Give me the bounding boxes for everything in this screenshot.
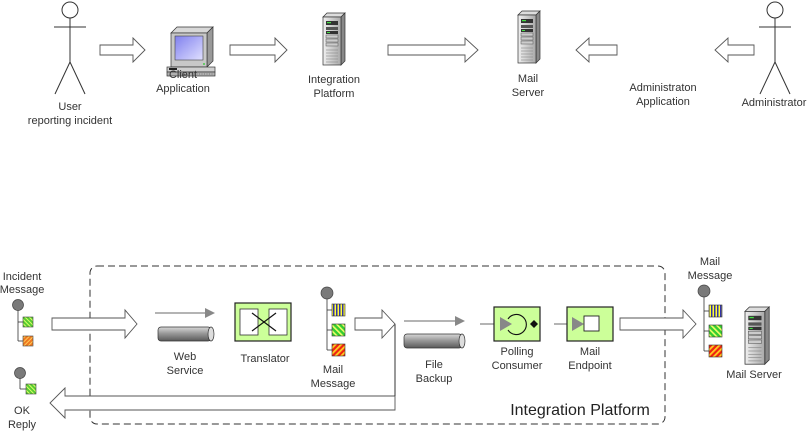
platform-server-icon	[322, 12, 346, 66]
file-backup-channel: File Backup	[403, 316, 466, 385]
ok-reply-message: OK Reply	[8, 367, 37, 431]
return-arrow-to-ok-reply	[49, 386, 396, 420]
flow-arrow-admin-app-to-mailserver	[575, 36, 618, 64]
mail-endpoint-label-line1: Mail	[580, 346, 600, 358]
mail-part-green-icon	[331, 323, 346, 337]
incident-label-line2: Message	[0, 284, 44, 296]
file-backup-label-line2: Backup	[416, 373, 453, 385]
translator-label: Translator	[240, 353, 289, 365]
mail-endpoint: Mail Endpoint	[554, 306, 614, 372]
administration-application: Administraton Application	[629, 82, 696, 108]
incident-label-line1: Incident	[3, 271, 42, 283]
web-service-channel: Web Service	[155, 308, 215, 377]
outer-mail-label-line1: Mail	[700, 256, 720, 268]
mail-server-bottom-icon	[744, 306, 770, 365]
polling-consumer-label-line2: Consumer	[492, 360, 543, 372]
mail-server-top: Mail Server	[512, 10, 545, 99]
polling-consumer: Polling Consumer	[480, 306, 543, 372]
flow-arrow-admin-to-admin-app	[714, 36, 755, 64]
boundary-label: Integration Platform	[510, 402, 650, 419]
mail-server-bottom-label: Mail Server	[726, 369, 782, 381]
mail-endpoint-label-line2: Endpoint	[568, 360, 611, 372]
admin-app-label-line2: Application	[636, 96, 690, 108]
message-body-orange-icon	[22, 335, 34, 347]
mail-part-red-icon	[331, 343, 346, 357]
administrator-actor: Administrator	[742, 1, 807, 109]
client-application: Client Application	[156, 26, 216, 95]
client-label-line2: Application	[156, 83, 210, 95]
flow-arrow-endpoint-to-mailserver	[619, 308, 697, 340]
web-service-cylinder-icon	[157, 326, 212, 342]
file-backup-label-line1: File	[425, 359, 443, 371]
mail-server-bottom: Mail Server	[726, 306, 782, 381]
integration-platform-server: Integration Platform	[308, 12, 360, 100]
mail-message-outer: Mail Message	[688, 256, 733, 358]
mailserver-label-line1: Mail	[518, 73, 538, 85]
flow-arrow-incident-to-webservice	[51, 308, 138, 340]
flow-arrow-client-to-platform	[229, 36, 288, 64]
ok-reply-label-line1: OK	[14, 405, 31, 417]
flow-arrow-user-to-client	[99, 36, 146, 64]
outer-mail-label-line2: Message	[688, 270, 733, 282]
admin-actor-label: Administrator	[742, 97, 807, 109]
mail-server-top-icon	[517, 10, 541, 64]
flow-arrow-message-to-backup	[354, 308, 396, 340]
flow-arrow-platform-to-mailserver	[387, 36, 479, 64]
outer-mail-header-icon	[697, 284, 711, 298]
platform-label-line2: Platform	[314, 88, 355, 100]
user-label-line1: User	[58, 101, 82, 113]
admin-app-label-line1: Administraton	[629, 82, 696, 94]
polling-consumer-label-line1: Polling	[500, 346, 533, 358]
outer-mail-part-green-icon	[708, 324, 723, 338]
message-body-green-icon	[22, 316, 34, 328]
user-actor: User reporting incident	[28, 1, 112, 127]
mailserver-label-line2: Server	[512, 87, 545, 99]
mail-message-inner: Mail Message	[311, 286, 356, 390]
mail-message-label-line1: Mail	[323, 364, 343, 376]
outer-mail-part-blue-icon	[708, 304, 723, 318]
mail-message-label-line2: Message	[311, 378, 356, 390]
outer-mail-part-red-icon	[708, 344, 723, 358]
admin-stickman-icon	[758, 1, 792, 95]
mail-part-blue-icon	[331, 303, 346, 317]
reply-body-icon	[25, 383, 37, 395]
platform-label-line1: Integration	[308, 74, 360, 86]
translator: Translator	[234, 302, 292, 365]
web-service-label-line1: Web	[174, 351, 196, 363]
web-service-label-line2: Service	[167, 365, 204, 377]
ok-reply-label-line2: Reply	[8, 419, 37, 431]
user-stickman-icon	[53, 1, 87, 95]
user-label-line2: reporting incident	[28, 115, 112, 127]
file-backup-cylinder-icon	[403, 333, 463, 349]
client-label-line1: Client	[169, 69, 197, 81]
message-header-icon	[12, 299, 24, 311]
mail-header-icon	[320, 286, 334, 300]
integration-platform-boundary	[89, 265, 666, 425]
incident-message: Incident Message	[0, 271, 44, 347]
reply-header-icon	[14, 367, 26, 379]
